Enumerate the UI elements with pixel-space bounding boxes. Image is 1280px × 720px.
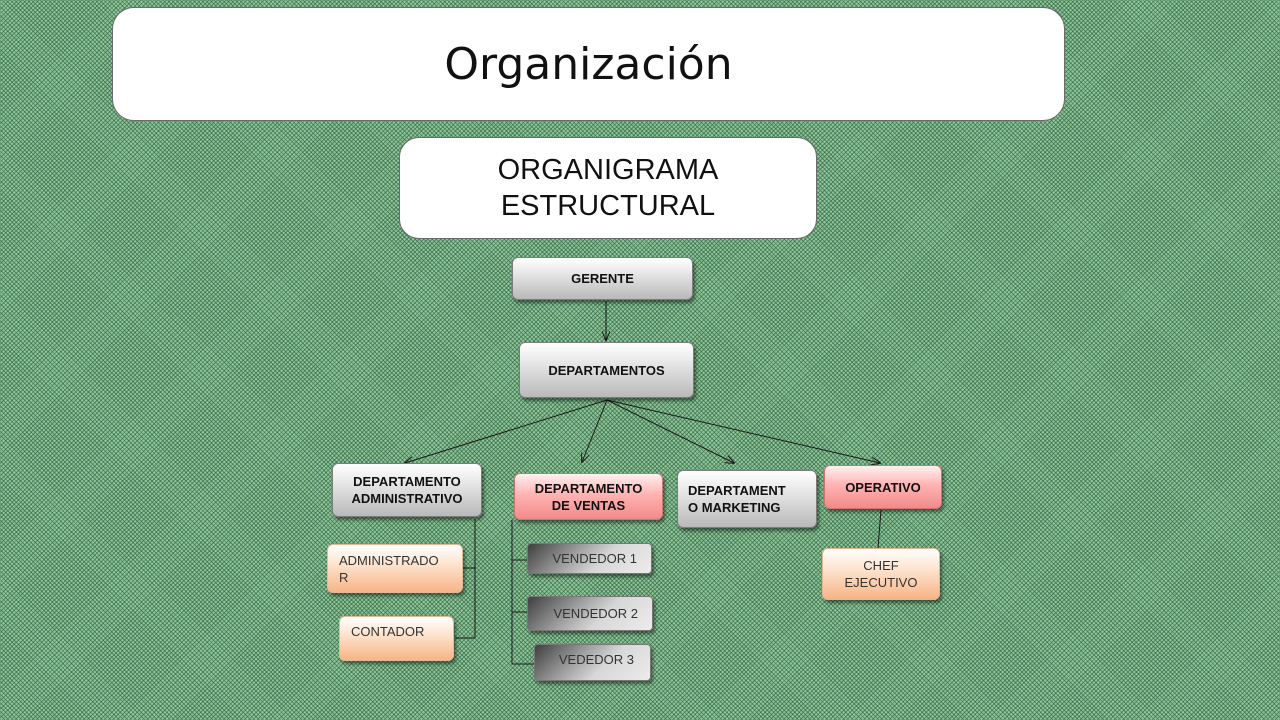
page-title: Organización <box>444 38 733 90</box>
node-operativo: OPERATIVO <box>824 465 942 509</box>
arrow-to-marketing <box>606 399 734 463</box>
node-administrador: ADMINISTRADO R <box>327 544 463 593</box>
arrow-to-operativo <box>606 399 880 463</box>
node-departamento-ventas: DEPARTAMENTO DE VENTAS <box>514 473 663 520</box>
diagram-subtitle: ORGANIGRAMA ESTRUCTURAL <box>497 154 719 222</box>
bracket-ventas <box>511 520 534 665</box>
node-vendedor-3: VEDEDOR 3 <box>534 644 651 681</box>
node-gerente: GERENTE <box>512 257 693 300</box>
title-box: Organización <box>112 7 1065 121</box>
node-departamento-marketing: DEPARTAMENT O MARKETING <box>677 470 817 528</box>
arrow-to-ventas <box>582 399 608 462</box>
node-vendedor-2: VENDEDOR 2 <box>527 596 653 631</box>
bracket-administrativo <box>455 519 476 639</box>
arrow-to-administrativo <box>405 399 608 463</box>
node-contador: CONTADOR <box>339 616 454 661</box>
subtitle-box: ORGANIGRAMA ESTRUCTURAL <box>399 137 817 239</box>
node-chef-ejecutivo: CHEF EJECUTIVO <box>822 548 940 600</box>
node-vendedor-1: VENDEDOR 1 <box>527 543 652 574</box>
node-departamentos: DEPARTAMENTOS <box>519 342 694 398</box>
line-operativo-chef <box>877 509 882 549</box>
node-departamento-administrativo: DEPARTAMENTO ADMINISTRATIVO <box>332 463 482 517</box>
